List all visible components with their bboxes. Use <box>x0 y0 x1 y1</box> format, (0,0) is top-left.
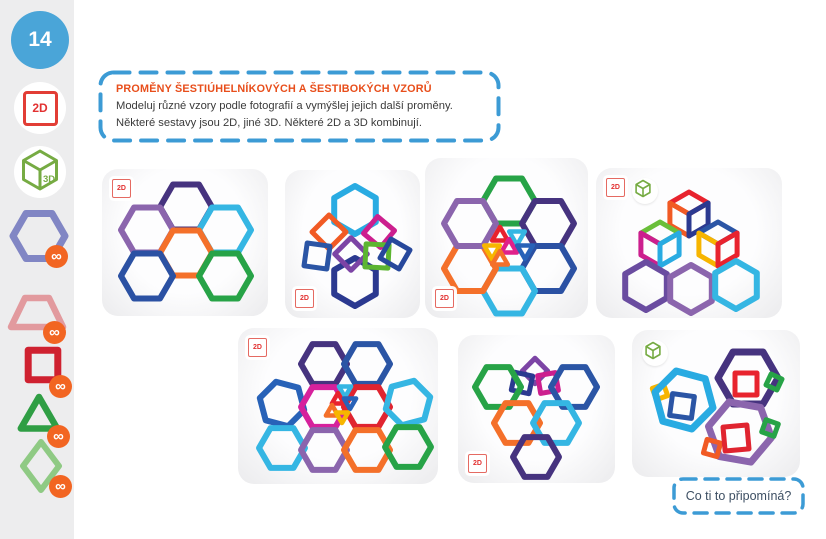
badge-2d: 2D <box>468 454 487 473</box>
construction-photo <box>256 341 434 473</box>
infinity-badge: ∞ <box>43 321 66 344</box>
3d-cube-icon: 3D <box>22 149 58 191</box>
infinity-badge: ∞ <box>45 245 68 268</box>
badge-2d: 2D <box>606 178 625 197</box>
sidebar: 14 2D 3D ∞ ∞ ∞ ∞ ∞ <box>0 0 74 539</box>
infinity-badge: ∞ <box>49 375 72 398</box>
badge-2d: 2D <box>112 179 131 198</box>
badge-2d: 2D <box>435 289 454 308</box>
photo-card-cubes-on-hexagons: 2D <box>596 168 782 318</box>
prompt-box: Co ti to připomíná? <box>672 477 805 515</box>
diamond-icon <box>20 439 62 493</box>
photo-card-hexagonal-prisms-3d <box>632 330 800 477</box>
infinity-badge: ∞ <box>47 425 70 448</box>
sidebar-2d-icon: 2D <box>14 82 66 134</box>
dashed-border <box>98 70 501 143</box>
construction-photo <box>118 181 254 302</box>
2d-label: 2D <box>117 185 126 192</box>
photo-card-hex-cluster-with-cube: 2D <box>458 335 615 483</box>
badge-2d: 2D <box>295 289 314 308</box>
3d-cube-icon <box>645 341 661 360</box>
2d-label: 2D <box>611 184 620 191</box>
sidebar-shape-triangle: ∞ <box>10 388 72 448</box>
photo-card-hex-pyramid-pattern: 2D <box>238 328 438 484</box>
prompt-text: Co ti to připomíná? <box>685 489 792 503</box>
2d-label: 2D <box>440 295 449 302</box>
square-icon <box>24 346 62 384</box>
badge-2d: 2D <box>248 338 267 357</box>
2d-label: 2D <box>473 460 482 467</box>
instruction-box: PROMĚNY ŠESTIÚHELNÍKOVÝCH A ŠESTIBOKÝCH … <box>98 70 501 143</box>
instruction-line-2: Některé sestavy jsou 2D, jiné 3D. Někter… <box>116 117 422 129</box>
sidebar-3d-icon: 3D <box>14 146 66 198</box>
photo-card-hex-square-column: 2D <box>285 170 420 318</box>
3d-label: 3D <box>43 174 55 185</box>
badge-3d <box>642 340 668 366</box>
infinity-badge: ∞ <box>49 475 72 498</box>
3d-cube-icon <box>635 179 651 198</box>
sidebar-shape-diamond: ∞ <box>12 438 74 498</box>
sidebar-shape-hexagon: ∞ <box>8 208 70 268</box>
instruction-line-1: Modeluj různé vzory podle fotografií a v… <box>116 100 453 112</box>
construction-photo <box>301 183 413 309</box>
page-number-badge: 14 <box>11 11 69 69</box>
construction-photo <box>649 348 785 466</box>
2d-label: 2D <box>253 344 262 351</box>
construction-photo <box>472 355 600 480</box>
photo-card-hex-flower-six: 2D <box>102 169 268 316</box>
triangle-icon <box>17 393 61 432</box>
construction-photo <box>622 189 760 316</box>
sidebar-shape-square: ∞ <box>12 338 74 398</box>
badge-3d <box>632 178 658 204</box>
section-title: PROMĚNY ŠESTIÚHELNÍKOVÝCH A ŠESTIBOKÝCH … <box>116 83 432 95</box>
photo-card-hex-ring-triangles: 2D <box>425 158 588 318</box>
2d-label: 2D <box>300 295 309 302</box>
dashed-border <box>672 477 805 515</box>
sidebar-shape-trapezoid: ∞ <box>6 284 68 344</box>
2d-square-icon: 2D <box>22 90 58 126</box>
2d-label: 2D <box>32 101 48 115</box>
page-number: 14 <box>28 28 52 51</box>
construction-photo <box>441 175 577 317</box>
